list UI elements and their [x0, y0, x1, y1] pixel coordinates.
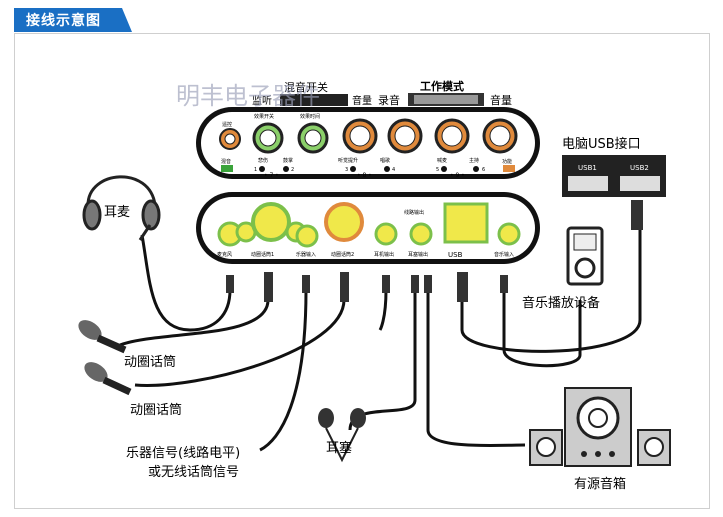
earbuds-icon	[318, 408, 366, 463]
usb1-label: USB1	[578, 164, 597, 172]
watermark-text: 明丰电子器件	[176, 82, 320, 110]
mark-7: • 7 •	[264, 172, 279, 179]
sing-button[interactable]	[384, 166, 390, 172]
pc-usb-label: 电脑USB接口	[562, 136, 641, 152]
jack-label-mic2: 动圈话筒2	[331, 251, 354, 258]
volume-left-label: 音量	[352, 94, 372, 107]
plugs	[226, 272, 508, 302]
jack-label-music: 音乐输入	[494, 251, 514, 258]
host-label: 主持	[469, 157, 479, 164]
remote-label: 遥控	[222, 121, 232, 128]
headset-label: 耳麦	[104, 205, 130, 220]
mix-switch[interactable]	[280, 94, 348, 106]
instrument-jack[interactable]	[295, 224, 319, 248]
diagram-frame	[14, 33, 710, 509]
earbud-jack[interactable]	[409, 222, 433, 246]
mic1-jack[interactable]	[251, 202, 291, 242]
music-player-label: 音乐播放设备	[522, 295, 600, 311]
music-in-jack[interactable]	[497, 222, 521, 246]
sing-label: 唱歌	[380, 157, 390, 164]
mix-switch-label: 混音开关	[284, 80, 328, 94]
hearing-label: 听觉提升	[338, 157, 358, 164]
jack-label-mic: 麦克风	[217, 251, 232, 258]
volume-right-label: 音量	[490, 93, 512, 107]
function-button[interactable]	[503, 165, 515, 172]
applause-button[interactable]	[283, 166, 289, 172]
sad-label: 悲伤	[258, 157, 268, 164]
mic-icon-2	[84, 362, 132, 396]
record-label: 录音	[378, 93, 400, 107]
mic2-jack[interactable]	[324, 202, 364, 242]
instrument-label-2: 或无线话筒信号	[148, 464, 239, 480]
header-title: 接线示意图	[26, 13, 101, 29]
effect-switch-label: 效果开关	[254, 113, 274, 120]
mix-button-label: 混音	[221, 158, 231, 165]
top-panel: 混音开关 监听 音量 录音 工作模式 音量 遥控 效果开关 效果时间	[196, 79, 540, 179]
num-3: 3	[345, 167, 348, 173]
hearing-button[interactable]	[350, 166, 356, 172]
jack-label-earbud: 耳塞输出	[408, 251, 428, 258]
applause-label: 鼓掌	[283, 157, 293, 164]
bottom-panel: 麦克风 动圈话筒1 乐器输入 动圈话筒2 耳机输出 耳塞输出 USB 音乐输入 …	[196, 192, 540, 264]
mark-8: • 8 •	[357, 172, 372, 179]
function-label: 功能	[502, 158, 512, 165]
jack-label-instrument: 乐器输入	[296, 251, 316, 258]
earbuds-label: 耳塞	[326, 440, 352, 456]
instrument-label-1: 乐器信号(线路电平)	[126, 445, 240, 461]
num-1: 1	[254, 167, 257, 173]
headset-icon	[82, 175, 161, 241]
jack-label-headphone: 耳机输出	[374, 251, 394, 258]
mix-button[interactable]	[221, 165, 233, 172]
host-button[interactable]	[473, 166, 479, 172]
effect-time-label: 效果时间	[300, 113, 320, 120]
usb-plug	[631, 200, 643, 230]
jack-label-mic1: 动圈话筒1	[251, 251, 274, 258]
header-banner	[14, 8, 132, 32]
mark-9: • 9 •	[450, 172, 465, 179]
mic2-label: 动圈话筒	[130, 402, 182, 418]
headphone-jack[interactable]	[374, 222, 398, 246]
speakers-label: 有源音箱	[574, 476, 626, 492]
num-5: 5	[436, 167, 439, 173]
pc-usb-panel	[562, 155, 666, 197]
num-2: 2	[291, 167, 294, 173]
usb2-label: USB2	[630, 164, 649, 172]
shout-button[interactable]	[441, 166, 447, 172]
line-out-label: 线路输出	[404, 209, 424, 216]
mic1-label: 动圈话筒	[124, 354, 176, 370]
usb-port[interactable]	[443, 202, 489, 244]
speakers-icon	[529, 387, 671, 467]
num-6: 6	[482, 167, 485, 173]
shout-label: 喊麦	[437, 157, 447, 164]
monitor-label: 监听	[252, 94, 272, 107]
num-4: 4	[392, 167, 395, 173]
music-player-icon	[566, 226, 604, 286]
work-mode-label: 工作模式	[420, 79, 464, 93]
sad-button[interactable]	[259, 166, 265, 172]
jack-label-usb: USB	[448, 251, 463, 259]
mic-icon-1	[78, 320, 127, 354]
